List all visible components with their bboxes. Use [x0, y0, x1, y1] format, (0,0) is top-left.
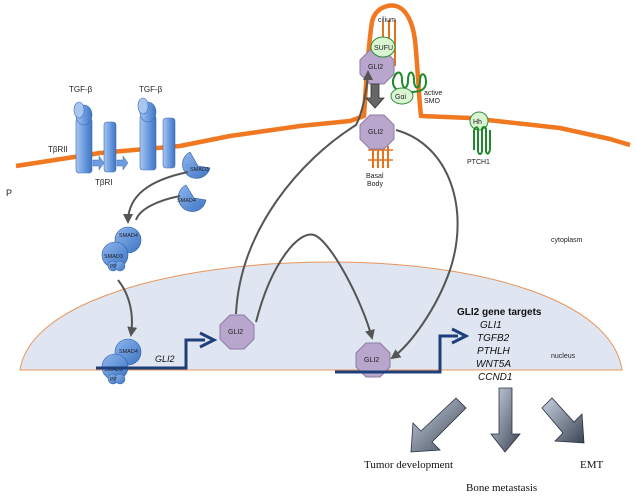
gene-target-4: WNT5A — [476, 359, 511, 370]
ptch1-receptor — [473, 126, 491, 155]
gene-target-3: PTHLH — [477, 346, 511, 357]
basal-label: Basal — [366, 173, 384, 180]
pp-complex-label: PP — [110, 264, 117, 270]
g-alpha-i — [390, 87, 414, 105]
gene-target-1: GLI1 — [480, 320, 502, 331]
g-alpha-i-label: Gαi — [395, 94, 406, 101]
sufu-label: SUFU — [374, 45, 393, 52]
smad4-complex-label: SMAD4 — [119, 233, 138, 239]
gli2-nucleus-right — [355, 342, 391, 378]
gli2-promoter-arrowhead — [199, 331, 218, 349]
emt-arrow — [541, 397, 585, 444]
smad3-free-label: SMAD3 — [190, 167, 209, 173]
gli2-gene-label: GLI2 — [155, 354, 175, 364]
tgfb-right-label: TGF-β — [139, 85, 163, 94]
pp-nuc-label: PP — [110, 377, 117, 383]
tgfb-receptor-left — [73, 101, 93, 174]
tbri-receptor-left — [103, 121, 117, 173]
gli2-cilium-label: GLI2 — [368, 64, 383, 71]
gli2-basal — [359, 114, 395, 150]
smo-label: SMO — [424, 98, 441, 105]
target-genes-arrowhead — [451, 327, 470, 345]
sufu — [370, 36, 396, 58]
smad3-free — [182, 151, 211, 179]
gene-target-5: CCND1 — [478, 372, 512, 383]
tgfb-left-label: TGF-β — [69, 85, 93, 94]
receptor-arrow-2 — [116, 155, 129, 171]
basal-gli2-to-nucleus-arrow — [390, 129, 459, 360]
receptor-arrow-1 — [92, 155, 105, 171]
tumor-arrow — [410, 397, 467, 453]
cytoplasm-label: cytoplasm — [551, 237, 583, 244]
smad4-free — [177, 184, 207, 212]
gene-target-2: TGFB2 — [477, 333, 510, 344]
gli2-to-cilium-arrow — [235, 70, 373, 315]
gli2-loop-arrow — [255, 233, 375, 340]
tbrii-label: TβRII — [48, 145, 68, 154]
smo-receptor — [391, 71, 428, 94]
gene-targets-title: GLI2 gene targets — [457, 307, 542, 318]
tbri-label: TβRI — [95, 178, 113, 187]
nucleus-region — [19, 261, 623, 371]
cilium-down-arrow — [365, 83, 385, 109]
gli2-gene-dna — [96, 338, 205, 370]
tgfb-receptor-right — [137, 97, 157, 171]
smad4-join-arrow — [135, 195, 181, 221]
body-label: Body — [367, 181, 383, 188]
p-label: P — [6, 188, 12, 198]
target-genes-dna — [335, 334, 458, 374]
bone-arrow — [490, 387, 521, 453]
tbri-receptor-right — [162, 117, 176, 169]
gli2-basal-label: GLI2 — [368, 129, 383, 136]
ptch1-label: PTCH1 — [467, 159, 490, 166]
smad-nuclear-entry-arrow — [117, 279, 138, 337]
cilium-label: cilium — [378, 17, 396, 24]
smad4-nuc-label: SMAD4 — [119, 349, 138, 355]
smad3-nuc-label: SMAD3 — [104, 367, 123, 373]
smad-complex-cytoplasm — [101, 226, 142, 272]
smad3-complex-label: SMAD3 — [104, 254, 123, 260]
hh-label: Hh — [473, 119, 482, 126]
smad4-free-label: SMAD4 — [177, 198, 196, 204]
basal-body-rods — [368, 146, 393, 168]
gli2-nucleus-left — [219, 314, 255, 350]
bone-metastasis-label: Bone metastasis — [466, 482, 537, 494]
nucleus-label: nucleus — [551, 353, 576, 360]
gli2-nucleus-left-label: GLI2 — [228, 329, 243, 336]
active-label: active — [424, 90, 442, 97]
tumor-development-label: Tumor development — [364, 459, 453, 471]
emt-label: EMT — [580, 459, 604, 471]
smad-recruit-arrow — [123, 171, 189, 224]
gli2-nucleus-right-label: GLI2 — [364, 357, 379, 364]
